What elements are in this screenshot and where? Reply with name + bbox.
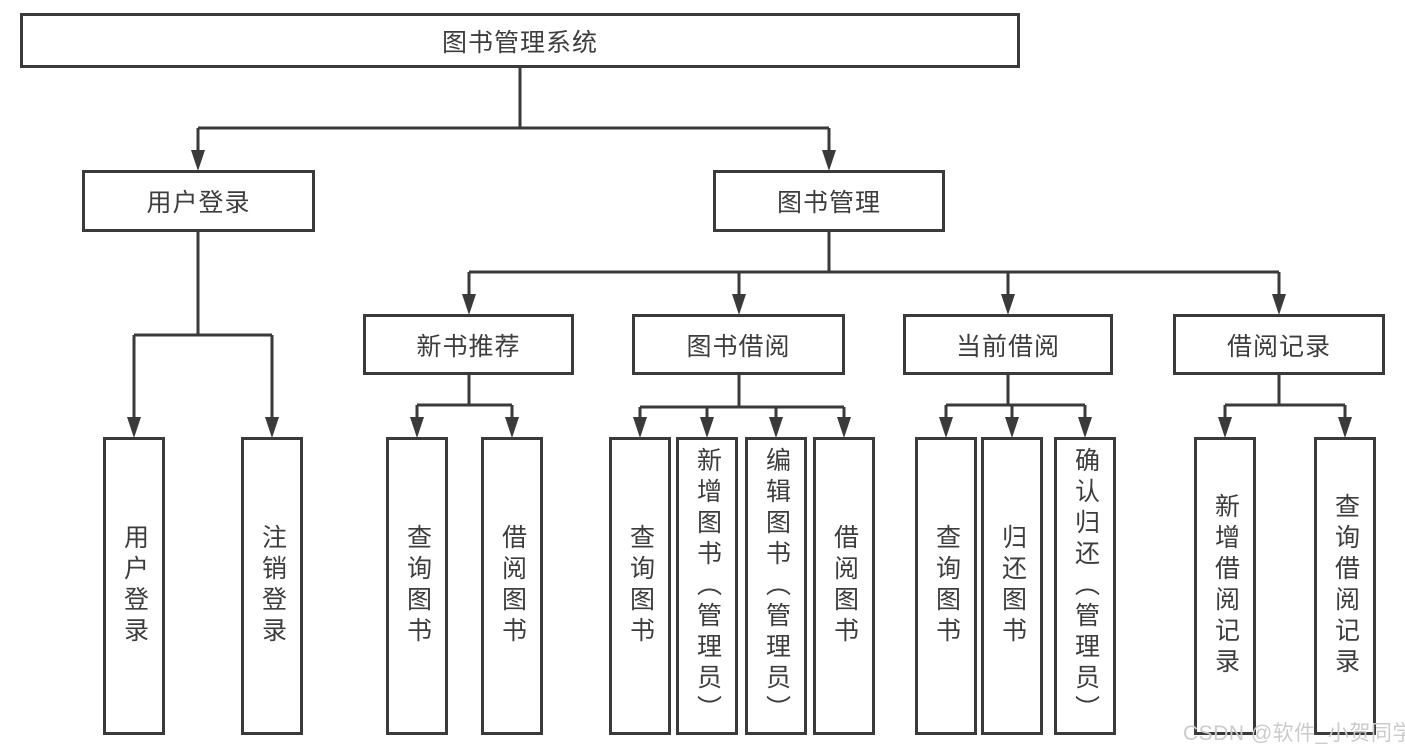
connector-current-borrowing	[939, 375, 1092, 438]
leaf-cb-confirm-return-admin-label: 确认归还（管理员）	[1071, 446, 1100, 726]
leaf-nbr-query-books-label: 查询图书	[403, 524, 432, 648]
node-root-label: 图书管理系统	[441, 28, 598, 57]
node-user-login-label: 用户登录	[146, 189, 251, 217]
leaf-user-login-label: 用户登录	[120, 524, 149, 648]
node-book-borrowing: 图书借阅	[632, 314, 845, 375]
leaf-logout: 注销登录	[241, 437, 303, 735]
arrow-down-icon	[1001, 294, 1015, 315]
node-new-book-recommend-label: 新书推荐	[416, 332, 521, 361]
leaf-br-add-record-label: 新增借阅记录	[1211, 493, 1240, 679]
leaf-cb-return-books: 归还图书	[981, 437, 1043, 735]
leaf-nbr-query-books: 查询图书	[386, 437, 448, 735]
connector-user-login	[127, 232, 279, 438]
arrow-down-icon	[462, 294, 476, 315]
connector-book-borrowing	[633, 375, 851, 438]
arrow-down-icon	[265, 417, 279, 438]
arrow-down-icon	[769, 417, 783, 438]
arrow-down-icon	[1078, 417, 1092, 438]
leaf-cb-query-books-label: 查询图书	[932, 524, 961, 648]
node-current-borrowing-label: 当前借阅	[955, 332, 1060, 361]
arrow-down-icon	[410, 417, 424, 438]
arrow-down-icon	[1005, 417, 1019, 438]
node-root: 图书管理系统	[20, 13, 1020, 68]
node-current-borrowing: 当前借阅	[903, 314, 1113, 375]
leaf-nbr-borrow-books-label: 借阅图书	[498, 524, 527, 648]
node-borrowing-records: 借阅记录	[1173, 314, 1385, 375]
leaf-bb-edit-books-admin-label: 编辑图书（管理员）	[762, 446, 791, 726]
connector-new-book-recommend	[410, 375, 519, 438]
arrow-down-icon	[505, 417, 519, 438]
arrow-down-icon	[732, 294, 746, 315]
arrow-down-icon	[1218, 417, 1232, 438]
node-user-login: 用户登录	[82, 170, 315, 232]
arrow-down-icon	[1272, 294, 1286, 315]
leaf-bb-borrow-books-label: 借阅图书	[830, 524, 859, 648]
arrow-down-icon	[700, 417, 714, 438]
node-borrowing-records-label: 借阅记录	[1226, 332, 1331, 361]
leaf-bb-add-books-admin-label: 新增图书（管理员）	[693, 446, 722, 726]
connector-root	[191, 68, 836, 171]
leaf-br-query-record: 查询借阅记录	[1314, 437, 1376, 735]
leaf-bb-borrow-books: 借阅图书	[813, 437, 875, 735]
leaf-cb-confirm-return-admin: 确认归还（管理员）	[1054, 437, 1116, 735]
leaf-cb-return-books-label: 归还图书	[998, 524, 1027, 648]
watermark: CSDN @软件_小贺同学	[1183, 722, 1405, 745]
node-book-management: 图书管理	[713, 170, 945, 232]
leaf-bb-add-books-admin: 新增图书（管理员）	[676, 437, 738, 735]
leaf-bb-query-books: 查询图书	[609, 437, 671, 735]
connector-borrowing-records	[1218, 375, 1352, 438]
node-book-borrowing-label: 图书借阅	[686, 332, 791, 361]
node-book-management-label: 图书管理	[776, 189, 881, 217]
leaf-nbr-borrow-books: 借阅图书	[481, 437, 543, 735]
arrow-down-icon	[822, 150, 836, 171]
arrow-down-icon	[191, 150, 205, 171]
node-new-book-recommend: 新书推荐	[363, 314, 574, 375]
leaf-br-add-record: 新增借阅记录	[1194, 437, 1256, 735]
leaf-bb-edit-books-admin: 编辑图书（管理员）	[745, 437, 807, 735]
arrow-down-icon	[127, 417, 141, 438]
leaf-user-login: 用户登录	[103, 437, 165, 735]
leaf-bb-query-books-label: 查询图书	[626, 524, 655, 648]
leaf-br-query-record-label: 查询借阅记录	[1331, 493, 1360, 679]
connector-book-management	[462, 232, 1286, 315]
arrow-down-icon	[837, 417, 851, 438]
arrow-down-icon	[1338, 417, 1352, 438]
leaf-logout-label: 注销登录	[258, 524, 287, 648]
arrow-down-icon	[633, 417, 647, 438]
leaf-cb-query-books: 查询图书	[915, 437, 977, 735]
arrow-down-icon	[939, 417, 953, 438]
